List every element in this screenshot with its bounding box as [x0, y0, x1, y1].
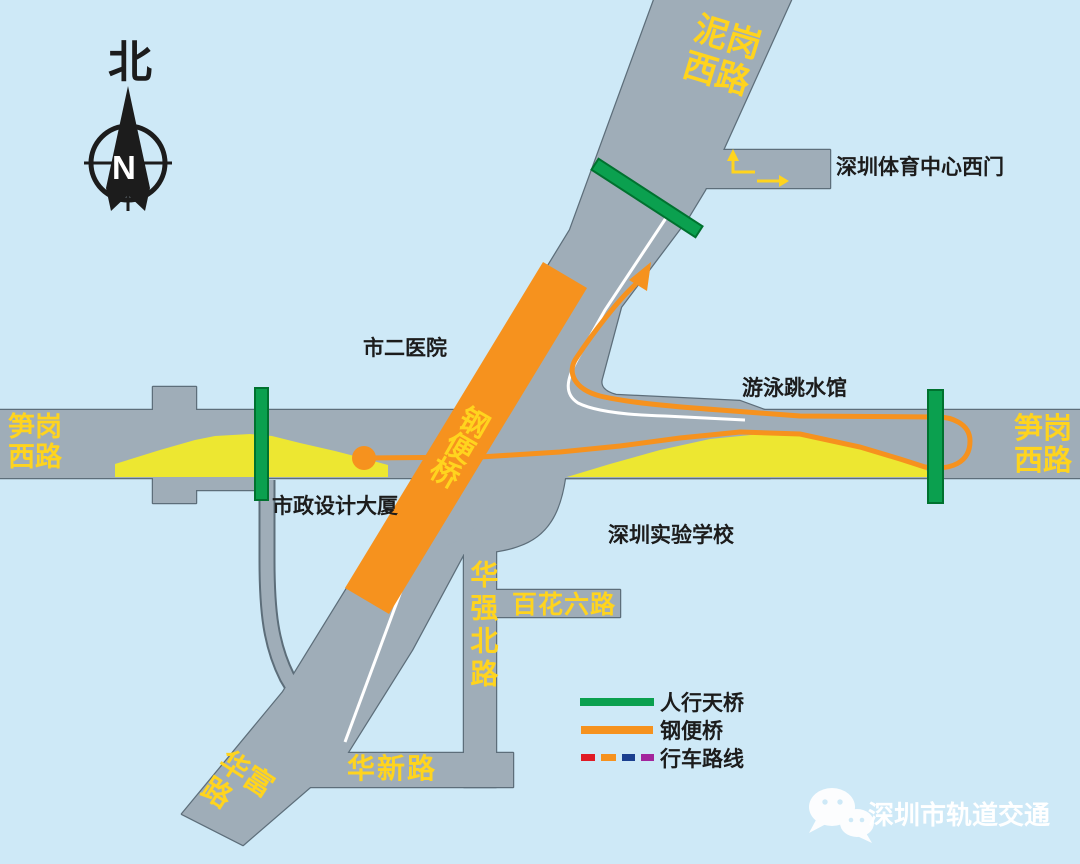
- compass-n-letter: N: [112, 149, 136, 186]
- poi-hospital: 市二医院: [363, 337, 447, 360]
- footbridge-west: [254, 387, 269, 501]
- roads: [0, 0, 1080, 845]
- right-arrowhead: [779, 175, 789, 187]
- legend-label-route: 行车路线: [660, 748, 744, 771]
- footbridge-north: [590, 157, 704, 239]
- up-arrowhead: [727, 149, 739, 161]
- watermark-text: 深圳市轨道交通: [868, 800, 1051, 830]
- road-label-sungang-east: 笋岗 西路: [1014, 413, 1073, 478]
- legend-label-steelbridge: 钢便桥: [660, 720, 723, 743]
- road-bands: [260, 480, 302, 696]
- road-label-sungang-west: 笋岗 西路: [8, 412, 62, 473]
- legend-label-footbridge: 人行天桥: [660, 692, 744, 715]
- legend-route-dashes: [581, 754, 654, 761]
- footbridges: [254, 157, 944, 504]
- road-label-baihua-liulu: 百花六路: [512, 591, 617, 619]
- road-label-huaxin-lu: 华新路: [347, 753, 438, 784]
- poi-school: 深圳实验学校: [608, 524, 734, 547]
- steel-bridge: [345, 262, 587, 614]
- poi-design-tower: 市政设计大厦: [272, 495, 398, 518]
- legend-steelbridge-bar: [581, 726, 653, 734]
- turn-arrows: [731, 158, 780, 183]
- road-baihua-liulu: [494, 590, 620, 617]
- route-arrowhead: [629, 262, 651, 291]
- footbridge-east: [927, 389, 944, 504]
- road-huaxin-lu: [285, 753, 513, 787]
- legend-footbridge-bar: [580, 698, 654, 706]
- compass-north-label: 北: [108, 38, 152, 87]
- route-start-dot: [352, 446, 376, 470]
- wechat-icon: [809, 788, 874, 843]
- compass: [84, 86, 172, 211]
- road-label-huaqiang-beilu: 华强北路: [467, 560, 499, 692]
- poi-natatorium: 游泳跳水馆: [742, 377, 847, 400]
- poi-stadium-gate: 深圳体育中心西门: [836, 156, 1004, 179]
- road-huaqiang-beilu: [464, 548, 496, 787]
- legend-symbols: [580, 698, 654, 761]
